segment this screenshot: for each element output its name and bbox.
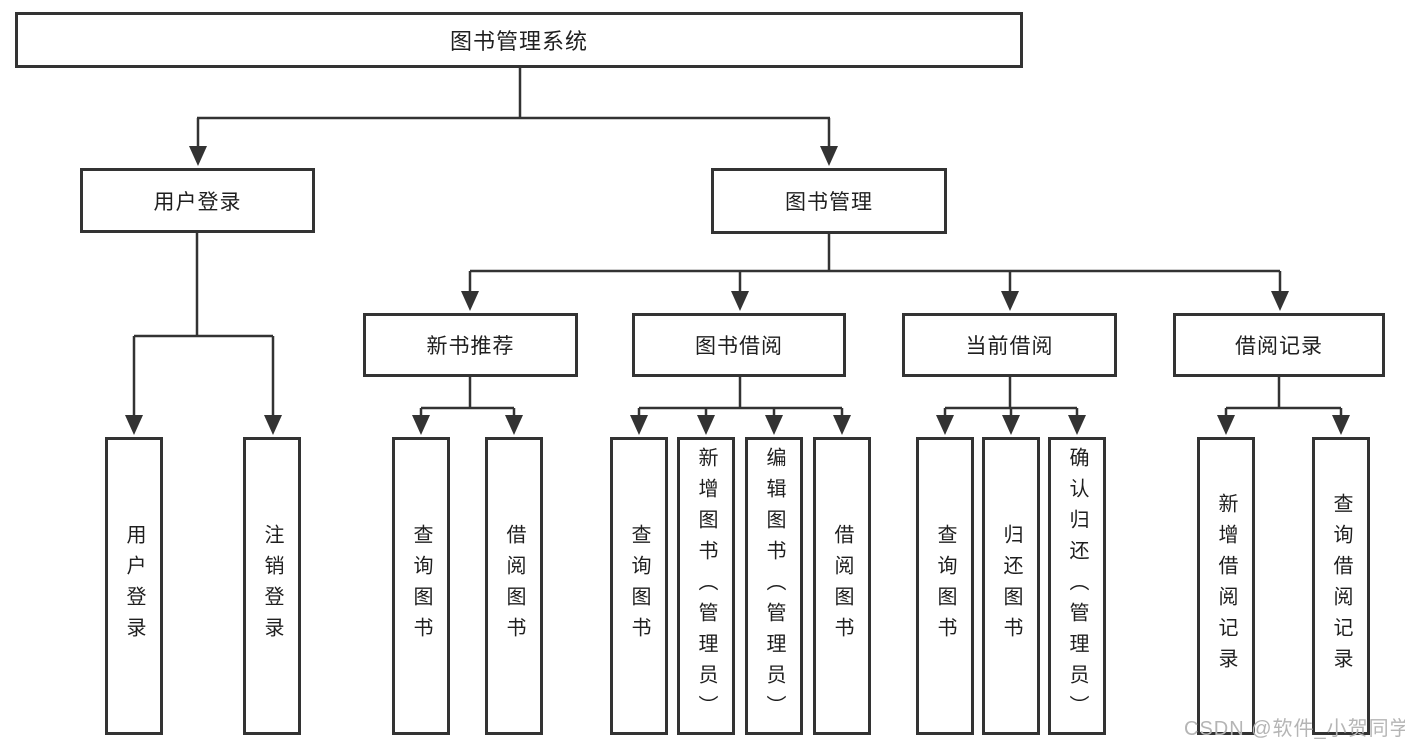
leaf-label: 编辑图书（管理员） (763, 446, 785, 726)
node-leaf-confirm-return-admin: 确认归还（管理员） (1048, 437, 1106, 735)
node-new-book-recommend: 新书推荐 (363, 313, 578, 377)
node-leaf-return-books: 归还图书 (982, 437, 1040, 735)
leaf-label: 注销登录 (261, 524, 283, 648)
leaf-label: 归还图书 (1000, 524, 1022, 648)
node-leaf-query-books-current: 查询图书 (916, 437, 974, 735)
leaf-label: 新增图书（管理员） (695, 446, 717, 726)
leaf-label: 新增借阅记录 (1215, 493, 1237, 679)
node-leaf-query-books-borrow: 查询图书 (610, 437, 668, 735)
leaf-label: 用户登录 (123, 524, 145, 648)
leaf-label: 借阅图书 (831, 524, 853, 648)
node-library-management-system: 图书管理系统 (15, 12, 1023, 68)
node-leaf-logout: 注销登录 (243, 437, 301, 735)
node-current-borrowing: 当前借阅 (902, 313, 1117, 377)
node-leaf-add-books-admin: 新增图书（管理员） (677, 437, 735, 735)
node-leaf-user-login: 用户登录 (105, 437, 163, 735)
leaf-label: 查询图书 (934, 524, 956, 648)
leaf-label: 借阅图书 (503, 524, 525, 648)
leaf-label: 查询图书 (628, 524, 650, 648)
node-borrowing-records: 借阅记录 (1173, 313, 1385, 377)
csdn-watermark: CSDN @软件_小贺同学 (1184, 718, 1405, 740)
node-leaf-borrow-books: 借阅图书 (813, 437, 871, 735)
node-leaf-borrow-books-recommend: 借阅图书 (485, 437, 543, 735)
node-leaf-query-borrow-record: 查询借阅记录 (1312, 437, 1370, 735)
node-leaf-edit-books-admin: 编辑图书（管理员） (745, 437, 803, 735)
node-book-management: 图书管理 (711, 168, 947, 234)
leaf-label: 查询借阅记录 (1330, 493, 1352, 679)
leaf-label: 确认归还（管理员） (1066, 446, 1088, 726)
node-leaf-query-books-recommend: 查询图书 (392, 437, 450, 735)
node-book-borrowing: 图书借阅 (632, 313, 846, 377)
leaf-label: 查询图书 (410, 524, 432, 648)
node-user-login: 用户登录 (80, 168, 315, 233)
node-leaf-add-borrow-record: 新增借阅记录 (1197, 437, 1255, 735)
